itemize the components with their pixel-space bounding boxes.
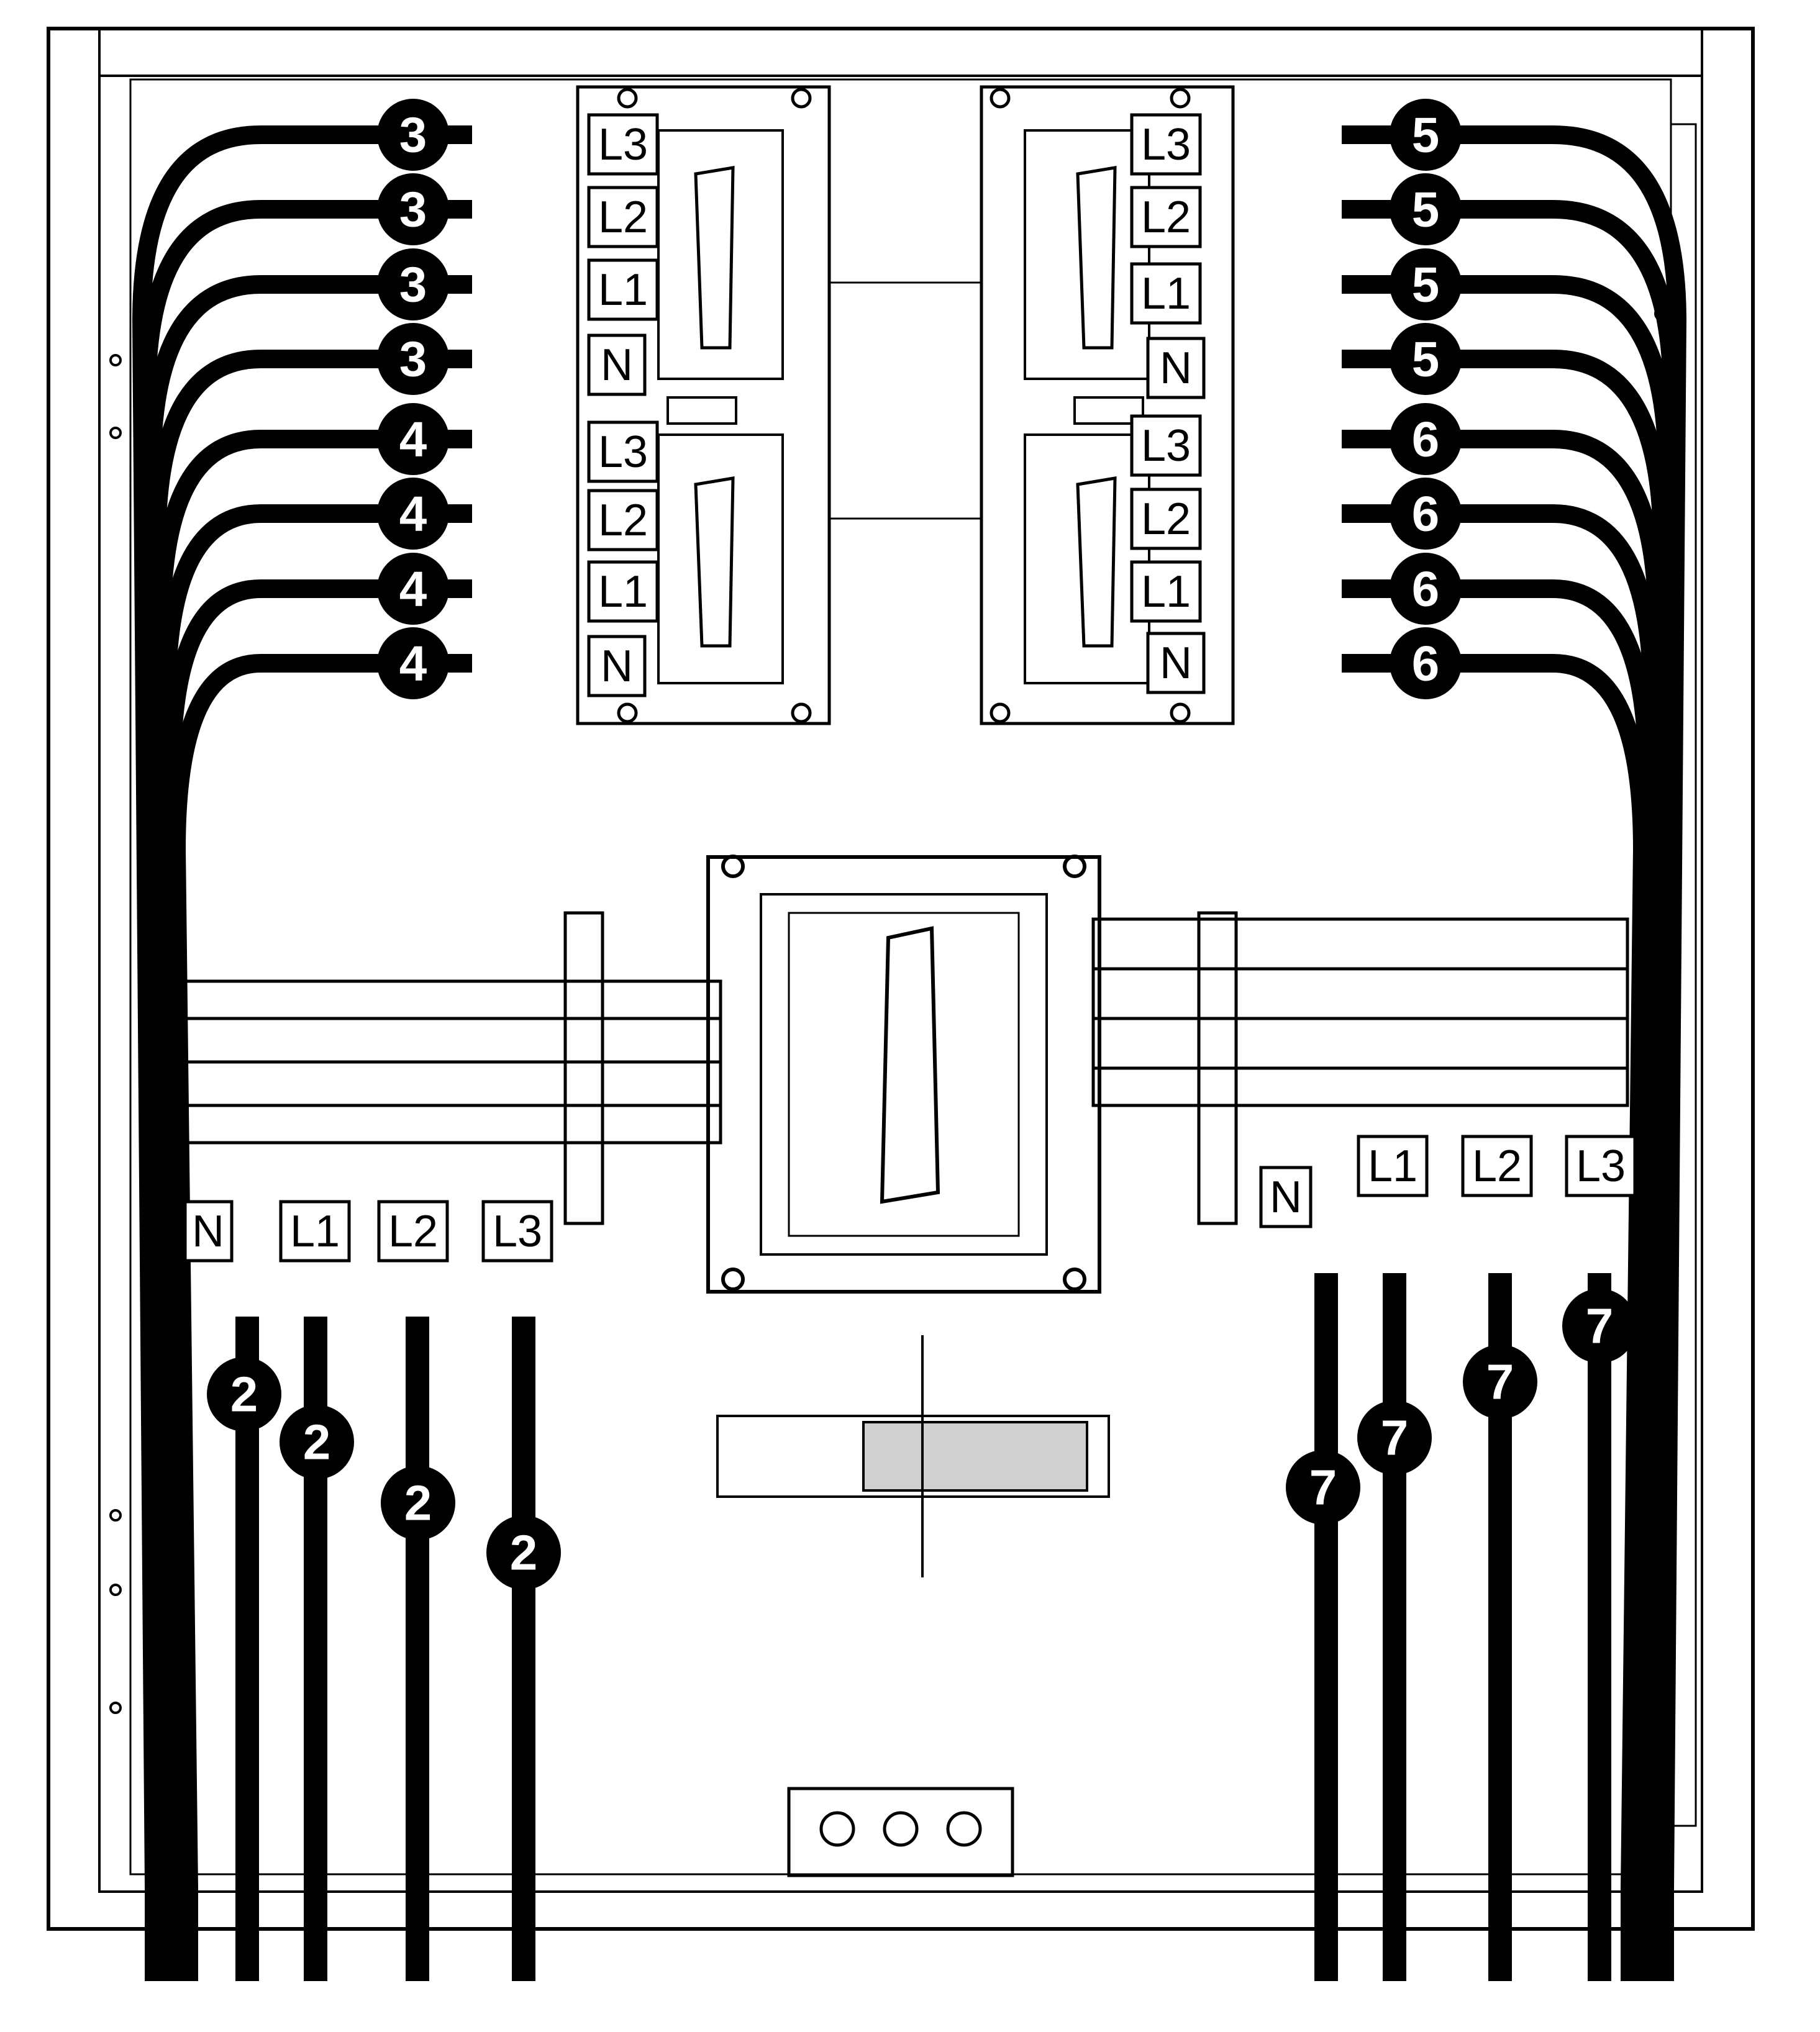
callout-bottom-right-1: 7: [1381, 1410, 1409, 1466]
callout-left-top-6: 4: [399, 561, 427, 617]
top-right-switch: [829, 85, 1235, 725]
cable-left-top-2: [142, 275, 472, 1981]
callout-bottom-right-2: 7: [1486, 1354, 1514, 1410]
cable-right-top-0: [1342, 125, 1687, 1981]
top-left-switch-body: [576, 85, 831, 725]
cables: [132, 125, 1687, 1981]
gland-plate: [787, 1787, 1014, 1877]
cable-left-top-4: [152, 430, 472, 1981]
callout-left-top-0: 3: [399, 107, 427, 163]
tl-label-5: L2: [598, 496, 648, 545]
din-rail: [716, 1415, 1110, 1498]
tl-label-3: N: [601, 340, 633, 390]
cabinet-inner-frame: [98, 27, 1703, 1893]
cable-left-top-0: [132, 125, 472, 1981]
callout-left-top-2: 3: [399, 257, 427, 312]
tr-label-7: N: [1160, 638, 1192, 688]
tl-label-7: N: [601, 642, 633, 691]
cable-left-top-3: [147, 350, 472, 1981]
tl-label-6: L1: [598, 567, 648, 617]
main-switch: [706, 855, 1101, 1294]
callout-right-top-6: 6: [1412, 561, 1440, 617]
busbars: [172, 911, 1629, 1225]
br-label-1: L1: [1368, 1141, 1417, 1191]
tl-label-0: L3: [598, 120, 648, 170]
terminal-block: [862, 1421, 1088, 1492]
tr-label-1: L2: [1141, 193, 1191, 242]
cable-right-top-3: [1342, 350, 1672, 1981]
cable-right-top-1: [1342, 200, 1682, 1981]
main-switch-body: [706, 855, 1101, 1294]
cable-left-top-5: [157, 504, 472, 1981]
top-right-switch-body: [980, 85, 1235, 725]
callout-right-top-5: 6: [1412, 486, 1440, 542]
top-left-switch: [576, 85, 831, 725]
callout-bottom-right-3: 7: [1586, 1299, 1614, 1354]
cable-right-top-4: [1342, 430, 1667, 1981]
main-switch-handle: [880, 926, 940, 1204]
callout-right-top-2: 5: [1412, 257, 1440, 312]
callout-right-top-7: 6: [1412, 636, 1440, 691]
top-left-handle-lower: [694, 476, 735, 648]
din-rail-terminal-block: [716, 1335, 1110, 1577]
callout-bottom-left-1: 2: [303, 1415, 331, 1470]
top-left-handle-upper: [694, 166, 735, 350]
bl-label-1: L1: [290, 1207, 340, 1256]
br-label-0: N: [1270, 1172, 1302, 1222]
callout-left-top-1: 3: [399, 182, 427, 237]
callout-bottom-left-2: 2: [404, 1476, 432, 1531]
cable-left-top-1: [137, 200, 472, 1981]
tr-label-4: L3: [1141, 421, 1191, 471]
callout-bottom-left-3: 2: [510, 1525, 538, 1581]
callout-right-top-1: 5: [1412, 182, 1440, 237]
callout-right-top-4: 6: [1412, 412, 1440, 467]
callout-left-top-7: 4: [399, 636, 427, 691]
tr-label-6: L1: [1141, 567, 1191, 617]
callouts: 3 3 3 3 4 4 4 4 5 5 5 5 6 6 6 6 2 2 2 2 …: [207, 99, 1637, 1590]
cable-left-top-6: [162, 579, 472, 1981]
bl-label-3: L3: [493, 1207, 542, 1256]
top-right-handle-upper: [1076, 166, 1117, 350]
top-right-terminal-labels: L3 L2 L1 N L3 L2 L1 N: [1130, 113, 1206, 694]
cable-right-top-2: [1342, 275, 1677, 1981]
callout-left-top-4: 4: [399, 412, 427, 467]
cable-right-top-6: [1342, 579, 1657, 1981]
callout-left-top-3: 3: [399, 332, 427, 387]
tr-label-5: L2: [1141, 494, 1191, 544]
tr-label-2: L1: [1141, 269, 1191, 319]
br-label-3: L3: [1576, 1141, 1626, 1191]
bottom-right-terminal-labels: N L1 L2 L3: [1259, 1135, 1637, 1228]
cable-right-top-7: [1342, 654, 1652, 1981]
cable-right-top-5: [1342, 504, 1662, 1981]
gland-plate-body: [787, 1787, 1014, 1877]
top-left-terminal-labels: L3 L2 L1 N L3 L2 L1 N: [587, 113, 659, 697]
callout-right-top-3: 5: [1412, 332, 1440, 387]
callout-right-top-0: 5: [1412, 107, 1440, 163]
top-right-handle-lower: [1076, 476, 1117, 648]
cable-left-top-7: [166, 654, 472, 1981]
callout-bottom-left-0: 2: [230, 1367, 258, 1422]
tl-label-4: L3: [598, 427, 648, 477]
tl-label-2: L1: [598, 265, 648, 315]
cabinet-enclosure: [47, 27, 1755, 1931]
br-label-2: L2: [1472, 1141, 1522, 1191]
bl-label-2: L2: [388, 1207, 438, 1256]
bottom-left-terminal-labels: N L1 L2 L3: [183, 1200, 553, 1263]
tr-label-3: N: [1160, 343, 1192, 393]
callout-left-top-5: 4: [399, 486, 427, 542]
tl-label-1: L2: [598, 193, 648, 242]
callout-bottom-right-0: 7: [1309, 1460, 1337, 1515]
tr-label-0: L3: [1141, 120, 1191, 170]
bl-label-0: N: [192, 1207, 224, 1256]
right-busbar-frame: [1091, 917, 1629, 1107]
